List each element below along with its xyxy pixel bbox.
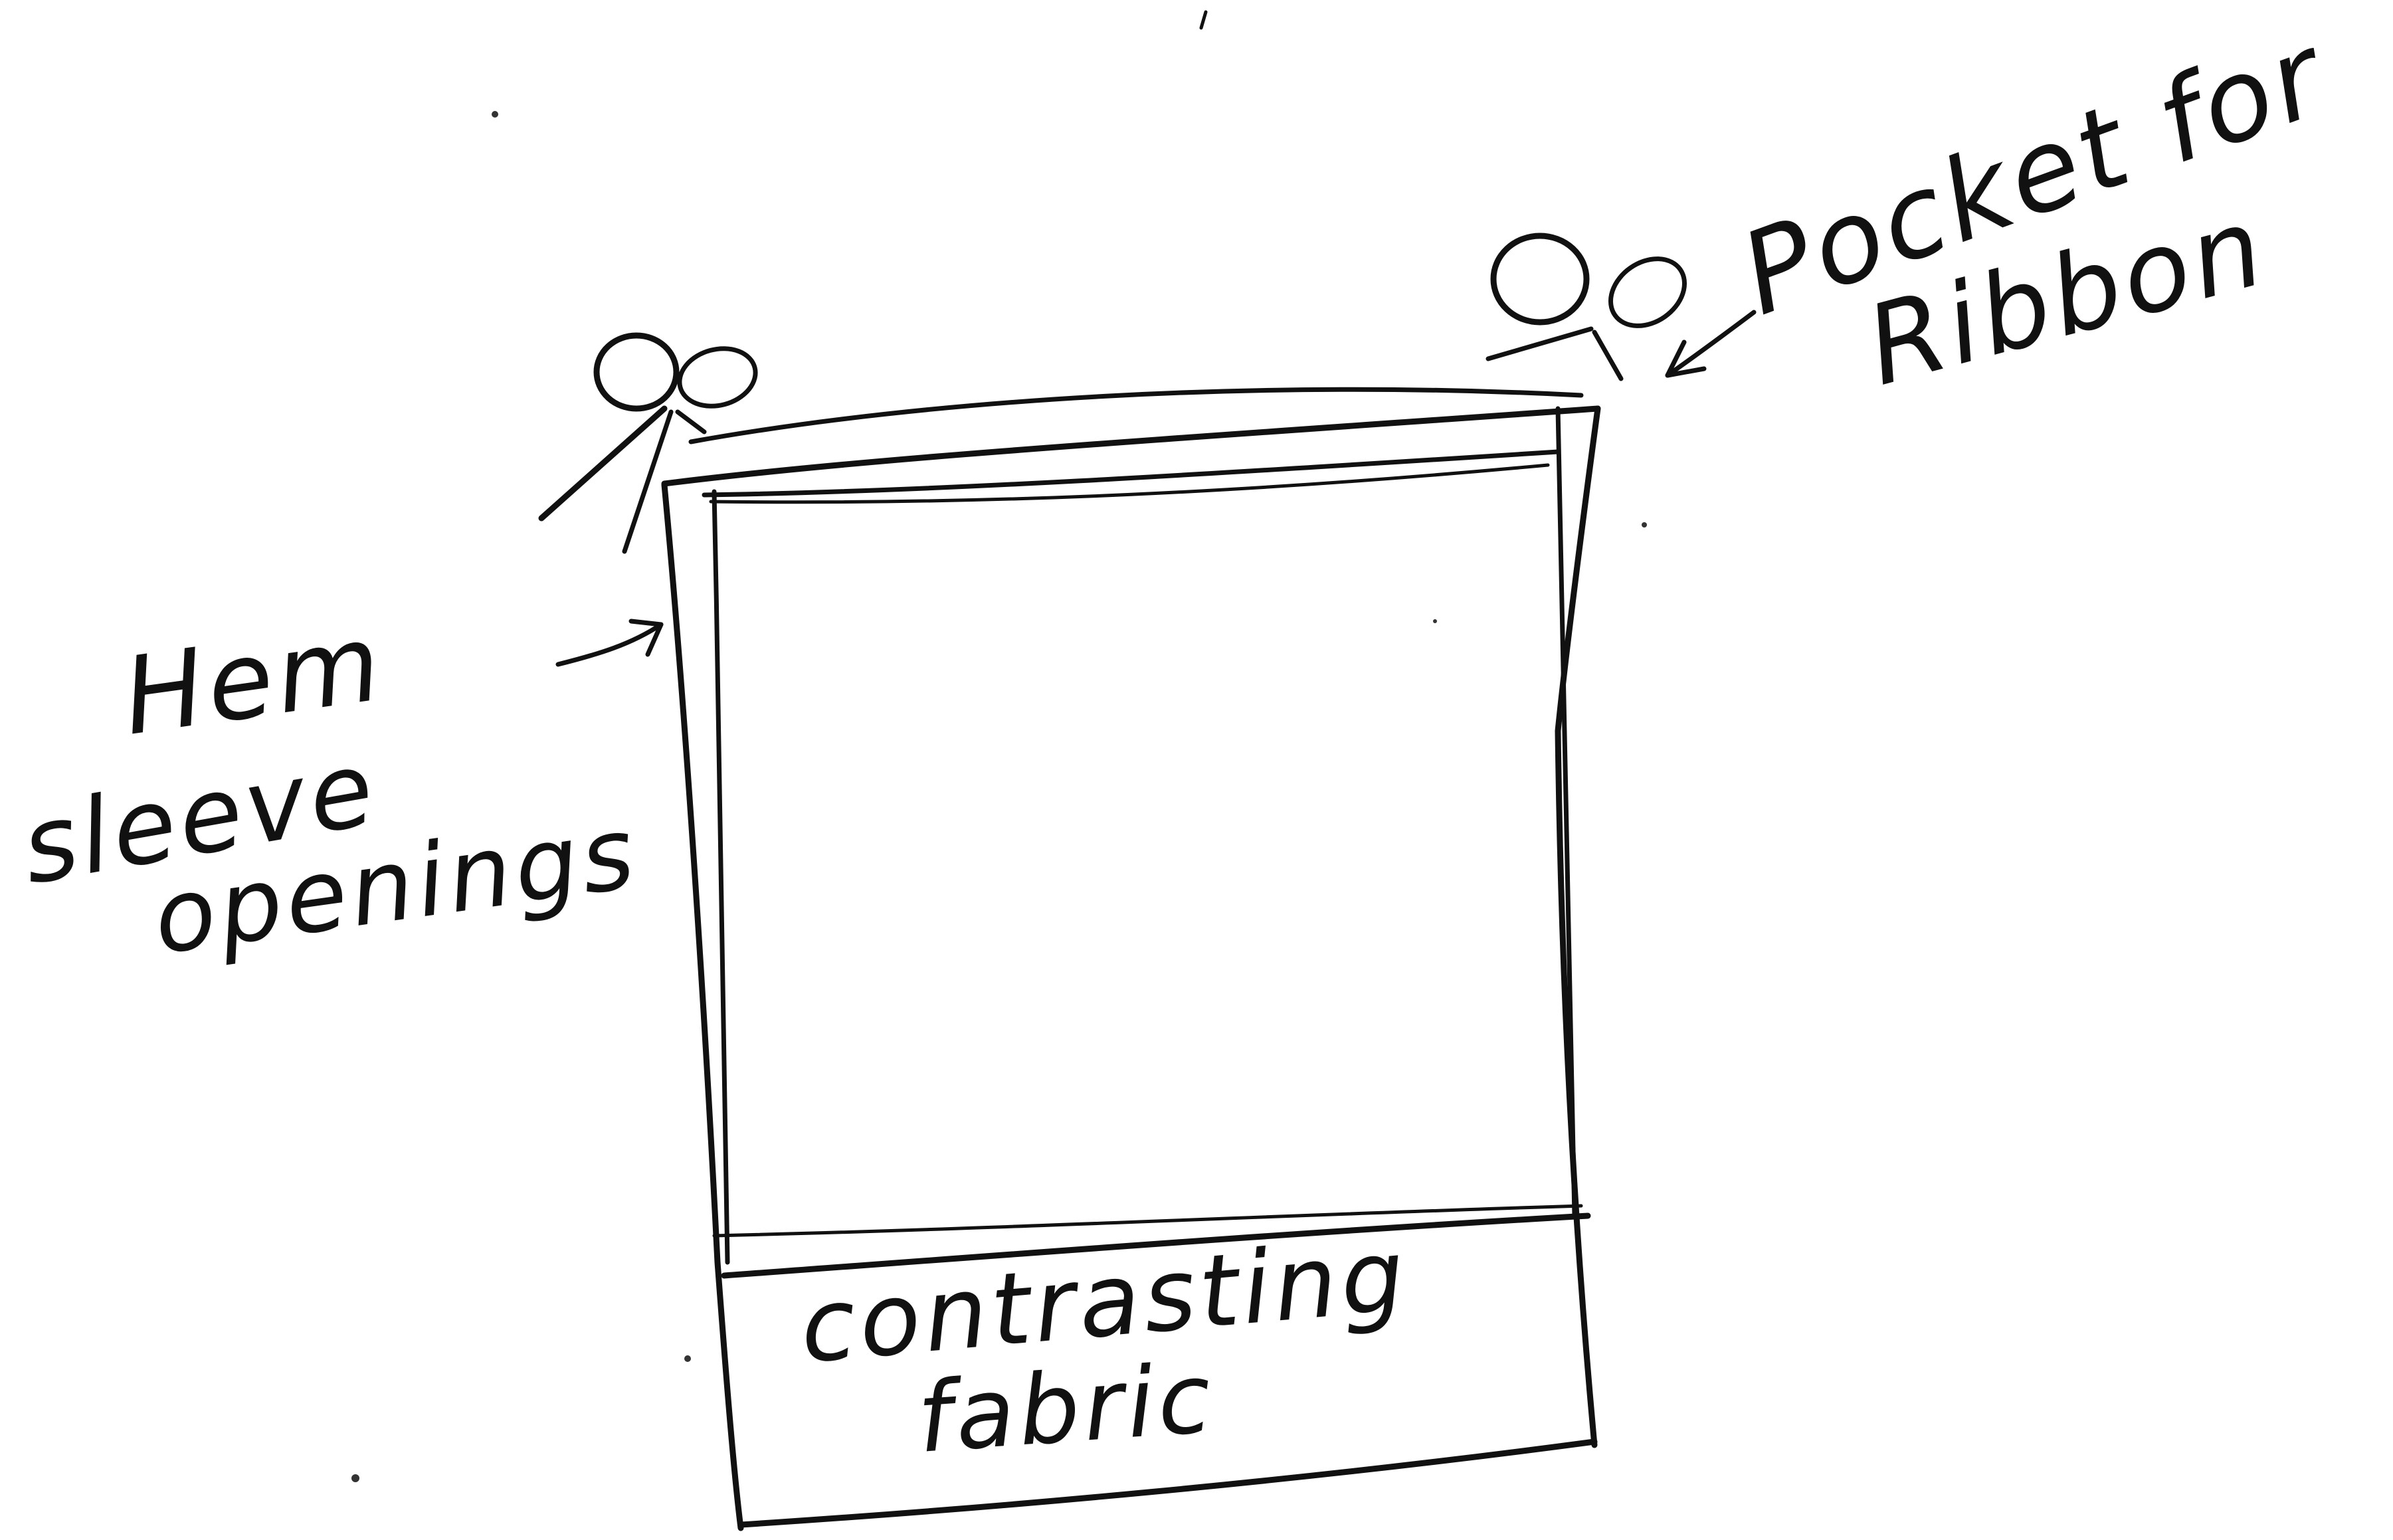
pocket-label: Pocket for Ribbon — [1725, 9, 2345, 411]
pocket-stitch-line — [711, 465, 1548, 502]
bag-left-edge — [664, 485, 741, 1528]
bag-right-edge — [1558, 409, 1598, 1445]
left-bow-tail-1 — [541, 409, 664, 518]
speck — [1642, 522, 1647, 528]
pocket-fold-line — [691, 389, 1581, 442]
bag-left-inner-edge — [714, 492, 727, 1262]
stray-tick — [1201, 12, 1206, 28]
hem-label: Hem sleeve openings — [13, 600, 644, 977]
hem-arrow — [558, 621, 661, 664]
fabric-label: contrasting fabric — [796, 1218, 1412, 1475]
speck — [351, 1474, 359, 1482]
contrasting-fabric-seam-upper — [714, 1206, 1581, 1236]
pocket-arrow — [1668, 312, 1754, 375]
right-ribbon-bow — [1488, 236, 1697, 379]
ribbon-pocket — [664, 389, 1598, 502]
hem-arrow-shaft — [558, 625, 661, 664]
left-bow-loop-large — [597, 336, 676, 409]
left-bow-loop-small — [673, 340, 762, 414]
speck — [1433, 619, 1437, 623]
speck — [684, 1355, 691, 1362]
left-bow-knot — [678, 412, 704, 432]
pocket-bottom-seam — [704, 452, 1558, 495]
speck — [492, 111, 498, 118]
left-ribbon-bow — [541, 336, 762, 551]
pocket-arrow-shaft — [1668, 312, 1754, 375]
right-bow-tail-1 — [1488, 329, 1591, 359]
right-bow-loop-small — [1598, 245, 1697, 340]
right-bow-loop-large — [1493, 236, 1586, 322]
right-bow-tail-2 — [1594, 332, 1621, 379]
fabric-label-line2: fabric — [914, 1342, 1218, 1475]
